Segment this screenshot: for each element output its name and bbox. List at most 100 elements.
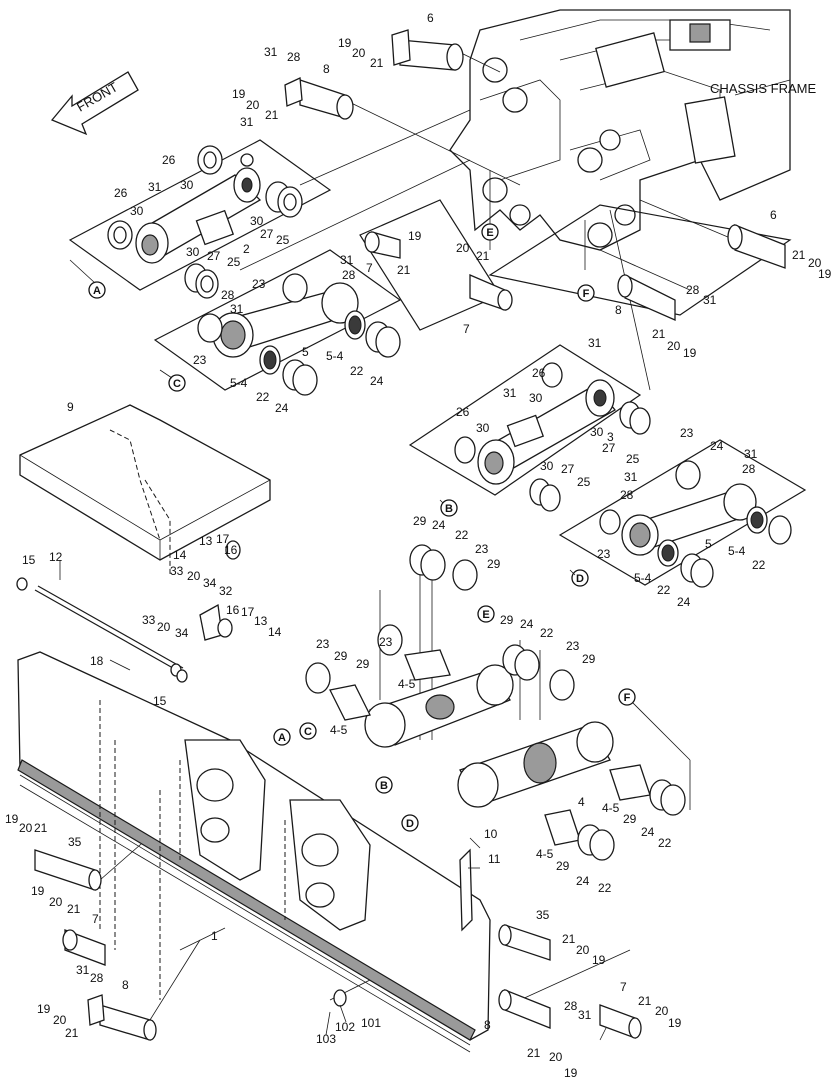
callout: 19	[232, 87, 246, 101]
callout: 11	[488, 852, 501, 866]
callout: 103	[316, 1032, 336, 1046]
callout: 31	[703, 293, 717, 307]
callout: 23	[475, 542, 489, 556]
pin-35-right	[498, 924, 551, 961]
callout: 21	[370, 56, 384, 70]
ref-e-lower: E	[477, 605, 495, 623]
svg-text:A: A	[278, 732, 286, 744]
callout: 24	[576, 874, 590, 888]
callout: 28	[620, 488, 634, 502]
cylinder-3	[454, 362, 651, 512]
ref-a-upper: A	[88, 281, 106, 299]
callout: 28	[686, 283, 700, 297]
callout: 15	[22, 553, 36, 567]
callout: 5	[302, 345, 309, 359]
callout: 19	[31, 884, 45, 898]
callout: 23	[379, 635, 393, 649]
svg-text:E: E	[486, 227, 493, 239]
ref-c-lower: C	[299, 722, 317, 740]
callout: 23	[316, 637, 330, 651]
callout: 22	[455, 528, 469, 542]
ref-a-lower: A	[273, 728, 291, 746]
callout: 29	[500, 613, 514, 627]
callout: 26	[162, 153, 176, 167]
bushing-set-upper-left	[107, 145, 303, 299]
cylinder-2	[135, 153, 262, 264]
ref-c-upper: C	[168, 374, 186, 392]
pin-8-lower-left	[87, 994, 157, 1041]
svg-text:B: B	[445, 503, 453, 515]
callout: 29	[413, 514, 427, 528]
callout: 29	[582, 652, 596, 666]
callout: 31	[230, 302, 244, 316]
callout: 33	[170, 564, 184, 578]
rod-18	[16, 577, 188, 683]
ref-d-upper: D	[571, 569, 589, 587]
callout: 15	[153, 694, 167, 708]
callout: 17	[241, 605, 255, 619]
callout: 20	[53, 1013, 67, 1027]
svg-text:C: C	[173, 378, 181, 390]
ref-b-upper: B	[440, 499, 458, 517]
callout: 28	[90, 971, 104, 985]
callout: 33	[142, 613, 156, 627]
callout: 25	[227, 255, 241, 269]
pin-7-lower-left	[62, 929, 106, 966]
callout: 9	[67, 400, 74, 414]
callout: 35	[68, 835, 82, 849]
link-5-right	[599, 460, 792, 588]
callout: 23	[597, 547, 611, 561]
callout: 24	[520, 617, 534, 631]
callout: 3	[607, 430, 614, 444]
callout: 30	[130, 204, 144, 218]
callout: 21	[476, 249, 490, 263]
callout: 8	[122, 978, 129, 992]
callout: 21	[265, 108, 279, 122]
callout: 34	[203, 576, 217, 590]
ref-d-lower: D	[401, 814, 419, 832]
svg-text:E: E	[482, 609, 489, 621]
callout: 8	[323, 62, 330, 76]
callout: 20	[655, 1004, 669, 1018]
svg-text:F: F	[624, 692, 631, 704]
callout: 19	[338, 36, 352, 50]
callout: 13	[199, 534, 213, 548]
callout: 29	[623, 812, 637, 826]
callout: 28	[342, 268, 356, 282]
callout: 21	[638, 994, 652, 1008]
callout: 31	[744, 447, 758, 461]
callout: 28	[221, 288, 235, 302]
callout: 7	[366, 261, 373, 275]
callout: 26	[532, 366, 546, 380]
callout: 22	[350, 364, 364, 378]
callout: 8	[484, 1018, 491, 1032]
pin-7-mid	[364, 231, 513, 311]
callout: 20	[549, 1050, 563, 1064]
callout: 4-5	[330, 723, 348, 737]
callout: 29	[356, 657, 370, 671]
callout: 28	[742, 462, 756, 476]
callout: 102	[335, 1020, 355, 1034]
bracket-32	[199, 540, 241, 641]
callout: 20	[187, 569, 201, 583]
callout: 27	[561, 462, 575, 476]
callout: 26	[114, 186, 128, 200]
callout: 21	[527, 1046, 541, 1060]
callout: 31	[240, 115, 254, 129]
callout: 13	[254, 614, 268, 628]
chassis-frame-label: CHASSIS FRAME	[710, 81, 817, 96]
callout: 19	[5, 812, 19, 826]
callout: 6	[427, 11, 434, 25]
callout: 22	[658, 836, 672, 850]
callout: 34	[175, 626, 189, 640]
ref-f-upper: F	[577, 284, 595, 302]
pin-8-lower-right	[498, 989, 551, 1029]
pin-8-right	[617, 273, 676, 321]
callout: 21	[34, 821, 48, 835]
callout: 28	[287, 50, 301, 64]
callout: 24	[641, 825, 655, 839]
callout: 23	[680, 426, 694, 440]
callout: 8	[615, 303, 622, 317]
link-4-right	[457, 721, 614, 808]
svg-text:D: D	[406, 818, 414, 830]
